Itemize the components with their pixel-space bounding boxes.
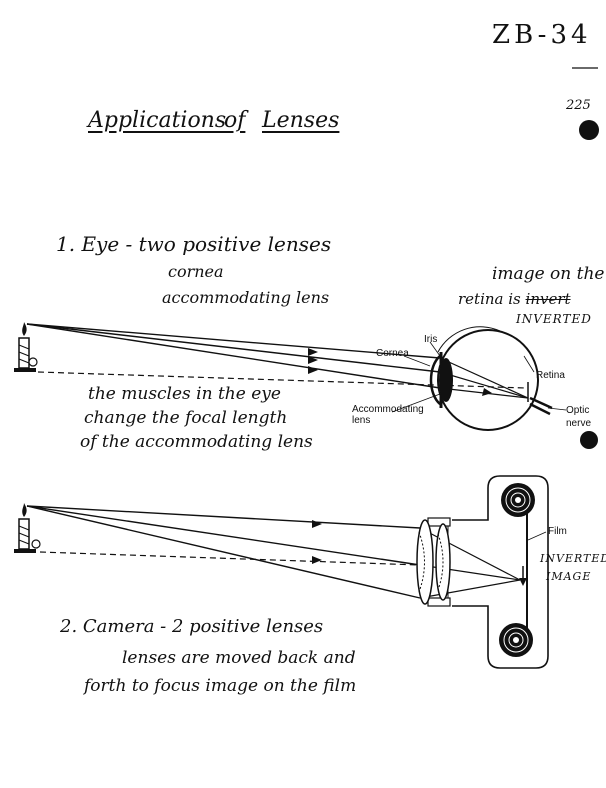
eyeball — [437, 329, 539, 431]
section-2-heading: 2. Camera - 2 positive lenses — [60, 616, 324, 637]
ray — [26, 505, 421, 599]
ray — [419, 527, 521, 581]
label-inverted: INVERTED — [540, 552, 606, 565]
muscles-note-line-2: change the focal length — [84, 408, 288, 428]
ray — [419, 579, 521, 599]
camera-body — [452, 475, 549, 669]
camera-lens — [416, 519, 434, 605]
ray — [439, 357, 529, 399]
ray-arrow — [308, 356, 318, 364]
optic-nerve — [529, 396, 553, 416]
muscles-note-line-3: of the accommodating lens — [80, 432, 313, 452]
ray — [26, 323, 441, 389]
label-image: IMAGE — [546, 570, 592, 583]
ray — [26, 323, 441, 359]
eyeball-inner — [437, 326, 501, 353]
label-optic-1: Optic — [566, 405, 590, 416]
label-accommodating-2: lens — [352, 415, 371, 426]
page-dot — [580, 431, 598, 449]
lens-barrel — [427, 517, 451, 527]
label-iris: Iris — [424, 334, 438, 345]
ray-arrow — [312, 556, 322, 564]
cornea — [429, 355, 441, 405]
section-1-heading: 1. Eye - two positive lenses — [56, 232, 332, 256]
label-retina: Retina — [536, 370, 565, 381]
page-id: ZB-34 — [492, 20, 592, 50]
label-accommodating-1: Accommodating — [352, 404, 424, 415]
muscles-note-line-1: the muscles in the eye — [88, 384, 281, 404]
film-spool-icon — [499, 623, 533, 657]
eye-lens-item-1: cornea — [168, 262, 224, 281]
page-title-word-1: Applications — [88, 108, 227, 133]
ray-arrow — [308, 348, 318, 356]
ray — [439, 371, 529, 399]
label-optic-2: nerve — [566, 418, 592, 429]
retina-note-text: retina is — [458, 290, 521, 308]
film-spool-icon — [501, 483, 535, 517]
ray — [26, 505, 421, 529]
camera-note-line-1: lenses are moved back and — [122, 648, 356, 668]
candle-icon — [14, 322, 38, 372]
ray — [26, 323, 441, 373]
ray-arrow — [312, 520, 322, 528]
camera-note-line-2: forth to focus image on the film — [84, 676, 357, 696]
eye-lens-item-2: accommodating lens — [162, 288, 330, 307]
eye-diagram — [14, 322, 567, 431]
label-film: Film — [548, 526, 567, 537]
page-title-word-3: Lenses — [262, 108, 340, 133]
ray-arrow — [308, 366, 318, 374]
camera-diagram — [14, 475, 549, 669]
page-number: 225 — [566, 98, 591, 113]
retina-note-line-2: retina is invert — [458, 290, 571, 308]
label-cornea: Cornea — [376, 348, 409, 359]
optical-axis — [37, 371, 526, 389]
ray-arrow — [482, 388, 492, 396]
retina-note-line-1: image on the — [492, 264, 605, 284]
retina-note-struck: invert — [525, 290, 571, 308]
candle-icon — [14, 503, 41, 553]
page-title-word-2: of — [224, 108, 246, 133]
ray — [26, 505, 421, 566]
page-dot — [579, 120, 599, 140]
lens-barrel — [427, 597, 451, 607]
accommodating-lens — [439, 358, 453, 402]
retina-note-line-3: INVERTED — [516, 312, 592, 326]
optical-axis — [39, 551, 421, 566]
